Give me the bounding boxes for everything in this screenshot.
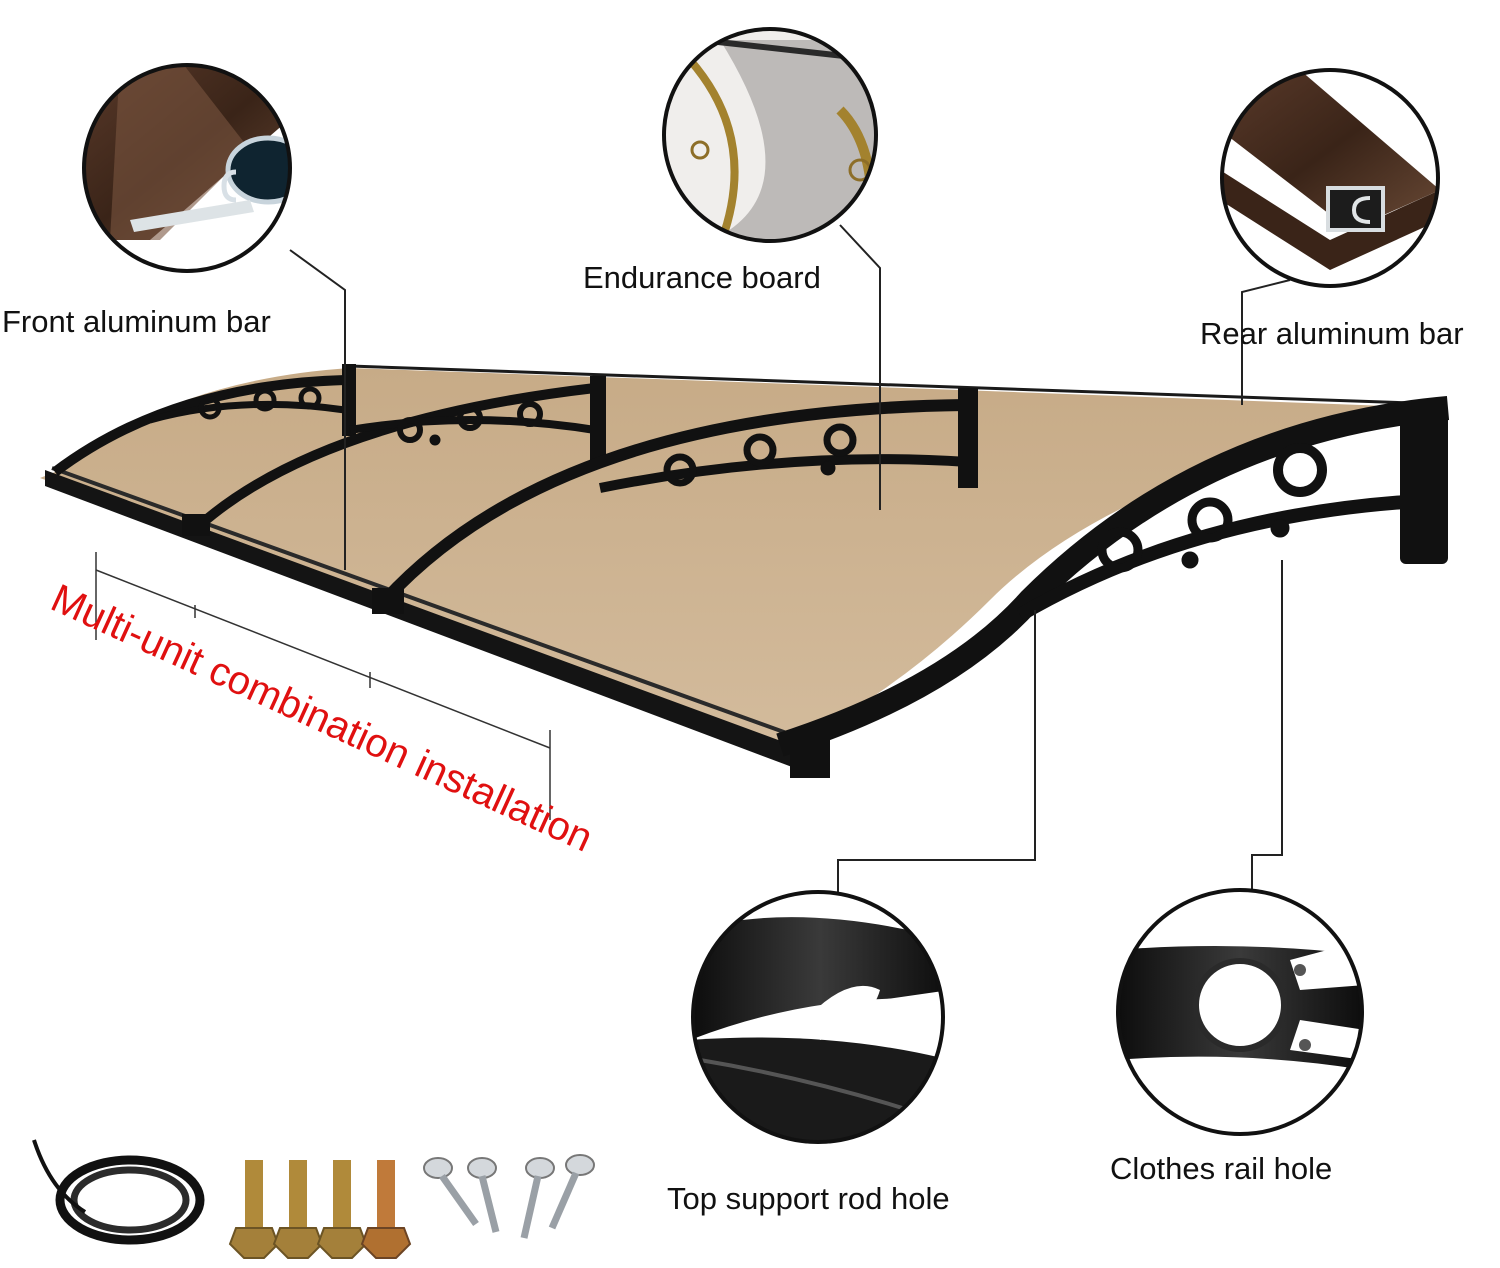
endurance-board-panel xyxy=(40,368,1440,745)
label-clothes-rail-hole: Clothes rail hole xyxy=(1110,1151,1333,1186)
bracket-middle-left xyxy=(196,376,606,529)
detail-rear-aluminum-bar xyxy=(1220,68,1440,288)
detail-top-support-rod-hole xyxy=(691,890,945,1144)
detail-endurance-board xyxy=(662,27,878,243)
dimension-line xyxy=(95,552,551,820)
rear-aluminum-bar xyxy=(349,364,1441,406)
label-rear-aluminum-bar: Rear aluminum bar xyxy=(1200,316,1464,351)
sealing-strip-coil xyxy=(32,1139,205,1245)
accessories xyxy=(32,1139,595,1259)
detail-front-aluminum-bar xyxy=(82,63,292,273)
bracket-front-right xyxy=(776,396,1450,778)
detail-clothes-rail-hole xyxy=(1116,888,1364,1136)
label-top-support-rod-hole: Top support rod hole xyxy=(667,1181,950,1216)
front-aluminum-bar xyxy=(45,470,800,770)
bracket-middle-right xyxy=(380,388,978,605)
label-front-aluminum-bar: Front aluminum bar xyxy=(2,304,271,339)
self-tapping-screws xyxy=(423,1154,595,1239)
label-endurance-board: Endurance board xyxy=(583,260,821,295)
awning-main xyxy=(40,364,1450,778)
leader-lines xyxy=(289,224,1291,895)
expansion-bolts xyxy=(228,1160,412,1259)
